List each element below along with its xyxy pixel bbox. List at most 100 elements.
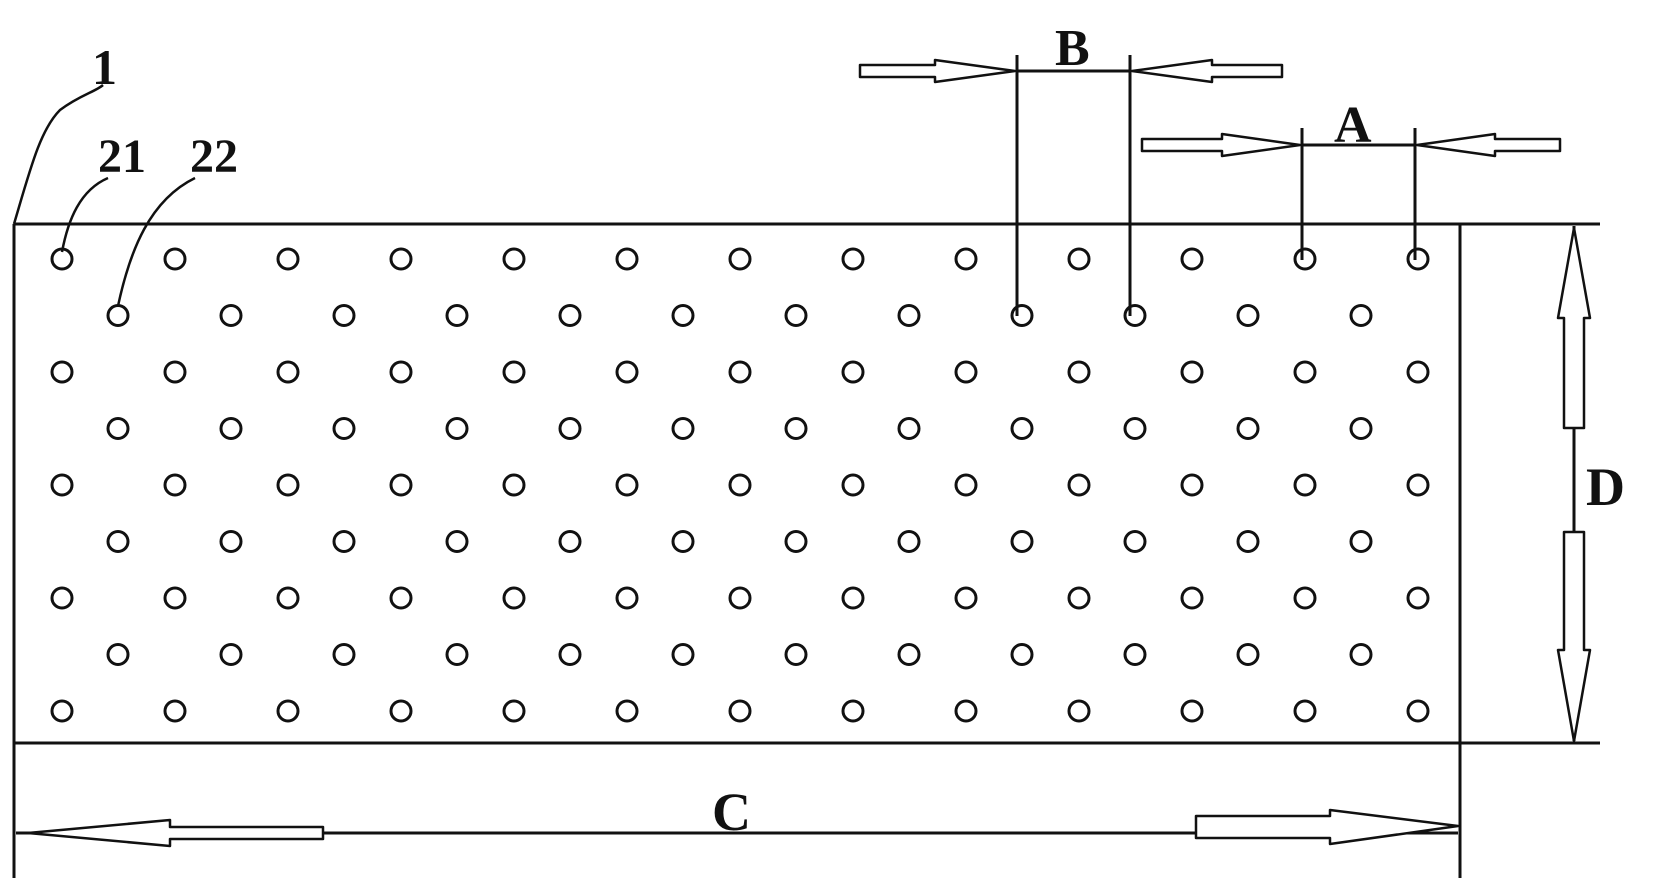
hole bbox=[615, 473, 639, 497]
hole bbox=[1236, 530, 1260, 553]
hole bbox=[784, 530, 808, 553]
hole bbox=[841, 586, 865, 610]
hole bbox=[1406, 473, 1430, 497]
hole bbox=[1293, 699, 1317, 723]
hole bbox=[728, 247, 752, 271]
hole bbox=[332, 304, 356, 327]
hole bbox=[389, 360, 413, 384]
hole bbox=[728, 586, 752, 610]
hole bbox=[1236, 643, 1260, 666]
hole bbox=[219, 643, 243, 666]
hole bbox=[784, 304, 808, 327]
dim-c-arrow-right bbox=[1194, 808, 1460, 846]
hole bbox=[219, 530, 243, 553]
label-dim-d: D bbox=[1586, 457, 1625, 517]
hole bbox=[1180, 586, 1204, 610]
hole bbox=[954, 586, 978, 610]
dim-c-arrow-left bbox=[26, 818, 325, 848]
hole bbox=[1406, 699, 1430, 723]
label-hole-21: 21 bbox=[98, 130, 146, 183]
hole bbox=[445, 643, 469, 666]
hole bbox=[1067, 699, 1091, 723]
dim-d-arrow-top bbox=[1556, 226, 1592, 430]
hole bbox=[558, 304, 582, 327]
hole bbox=[219, 417, 243, 440]
hole bbox=[841, 360, 865, 384]
hole bbox=[1293, 247, 1317, 271]
hole bbox=[558, 643, 582, 666]
hole bbox=[445, 304, 469, 327]
hole bbox=[50, 473, 74, 497]
hole bbox=[1067, 473, 1091, 497]
label-plate: 1 bbox=[92, 39, 117, 95]
dim-a-arrow-left bbox=[1140, 132, 1302, 158]
hole bbox=[163, 247, 187, 271]
hole bbox=[502, 586, 526, 610]
hole bbox=[1349, 530, 1373, 553]
hole bbox=[50, 586, 74, 610]
hole bbox=[502, 699, 526, 723]
hole bbox=[219, 304, 243, 327]
hole bbox=[445, 417, 469, 440]
dimension-b: B bbox=[858, 20, 1284, 316]
hole bbox=[1293, 473, 1317, 497]
hole bbox=[841, 247, 865, 271]
hole bbox=[1010, 417, 1034, 440]
dimension-d: D bbox=[1556, 226, 1625, 743]
hole bbox=[106, 530, 130, 553]
hole bbox=[1010, 530, 1034, 553]
hole bbox=[615, 586, 639, 610]
dim-d-arrow-bottom bbox=[1556, 530, 1592, 743]
hole bbox=[784, 417, 808, 440]
hole bbox=[728, 360, 752, 384]
hole bbox=[1123, 304, 1147, 327]
hole bbox=[50, 699, 74, 723]
hole bbox=[389, 586, 413, 610]
hole bbox=[1067, 586, 1091, 610]
hole bbox=[728, 699, 752, 723]
hole bbox=[389, 473, 413, 497]
hole bbox=[502, 247, 526, 271]
hole bbox=[1406, 586, 1430, 610]
hole bbox=[954, 360, 978, 384]
hole bbox=[728, 473, 752, 497]
leader-line-21 bbox=[60, 176, 109, 253]
hole bbox=[276, 699, 300, 723]
leader-line-22 bbox=[116, 176, 196, 307]
hole bbox=[1236, 417, 1260, 440]
hole bbox=[1406, 360, 1430, 384]
hole bbox=[276, 247, 300, 271]
hole bbox=[1349, 643, 1373, 666]
hole bbox=[1406, 247, 1430, 271]
hole bbox=[1010, 643, 1034, 666]
hole bbox=[276, 360, 300, 384]
hole bbox=[897, 643, 921, 666]
hole bbox=[1180, 473, 1204, 497]
hole bbox=[784, 643, 808, 666]
hole bbox=[1349, 304, 1373, 327]
hole bbox=[1293, 360, 1317, 384]
hole bbox=[615, 247, 639, 271]
hole bbox=[671, 643, 695, 666]
hole bbox=[1123, 530, 1147, 553]
hole bbox=[445, 530, 469, 553]
hole bbox=[1123, 643, 1147, 666]
hole bbox=[163, 699, 187, 723]
hole bbox=[106, 417, 130, 440]
hole bbox=[897, 304, 921, 327]
label-dim-c: C bbox=[712, 782, 751, 842]
hole bbox=[954, 473, 978, 497]
hole bbox=[897, 417, 921, 440]
hole bbox=[897, 530, 921, 553]
hole bbox=[1293, 586, 1317, 610]
dim-a-arrow-right bbox=[1415, 132, 1562, 158]
hole bbox=[50, 360, 74, 384]
hole bbox=[615, 360, 639, 384]
hole bbox=[841, 473, 865, 497]
hole bbox=[389, 699, 413, 723]
hole-grid bbox=[50, 247, 1430, 723]
hole bbox=[558, 530, 582, 553]
hole bbox=[558, 417, 582, 440]
hole bbox=[671, 530, 695, 553]
